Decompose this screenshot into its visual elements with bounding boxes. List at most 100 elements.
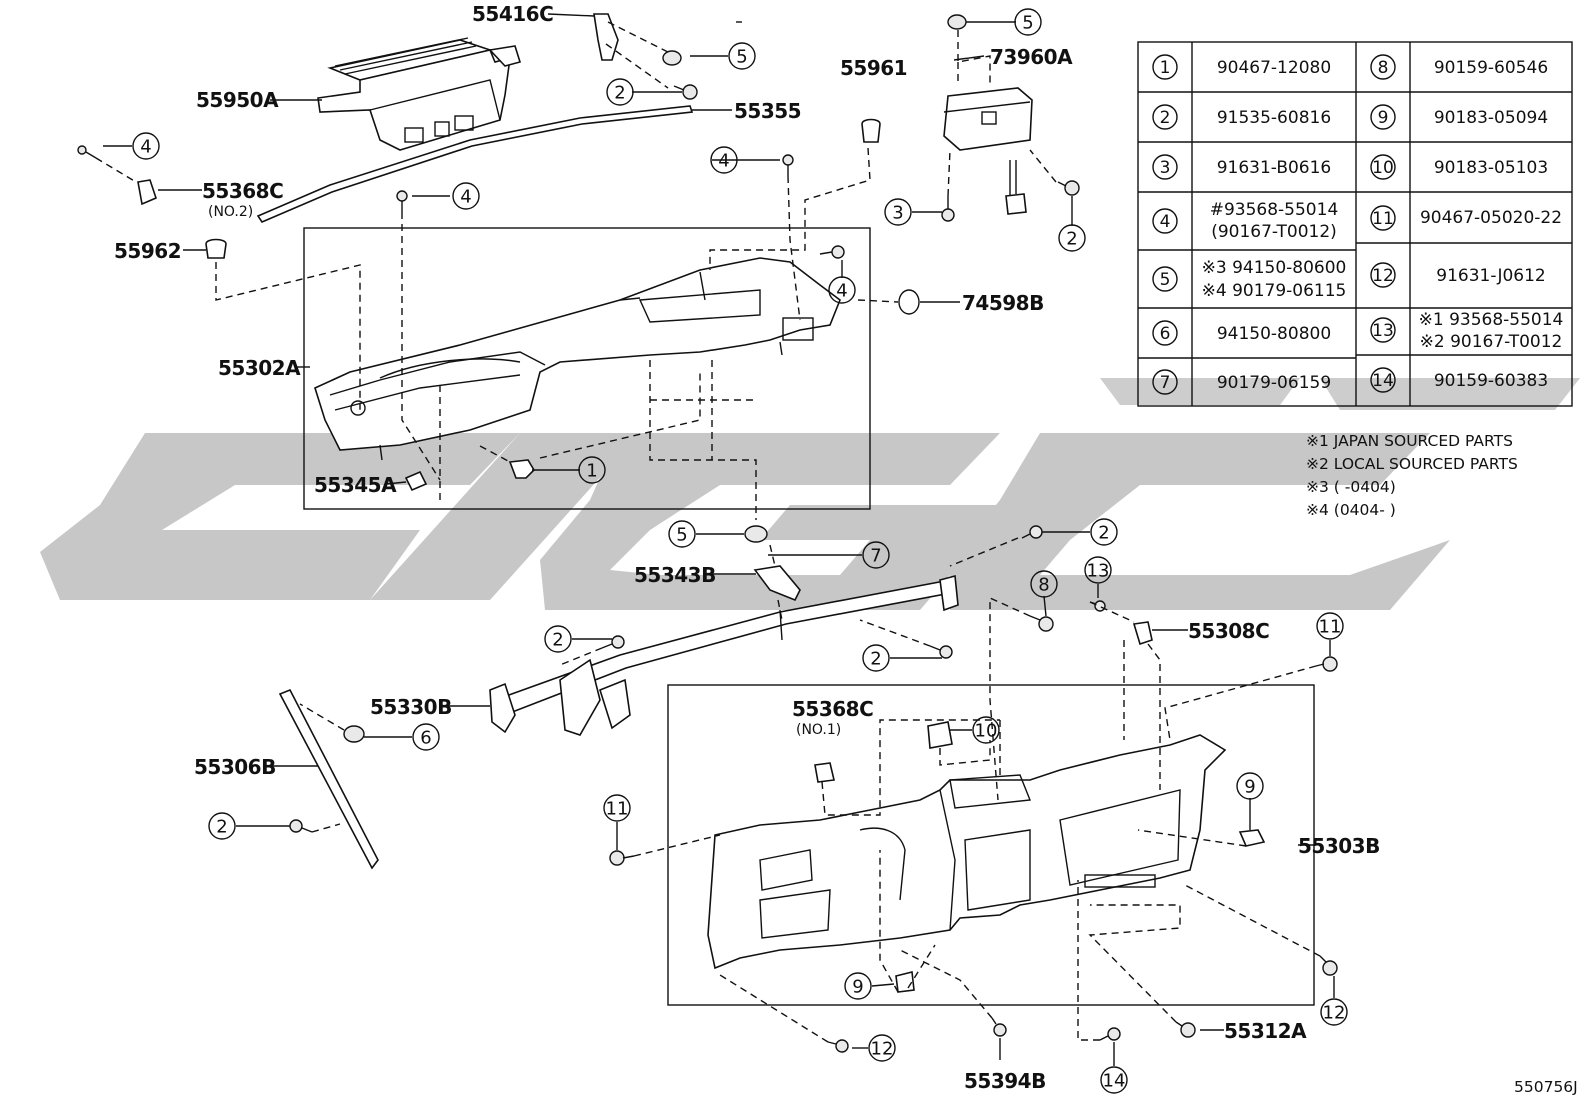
clip-part9-right (1238, 829, 1266, 847)
svg-text:7: 7 (1160, 373, 1171, 393)
svg-text:5: 5 (1160, 270, 1171, 290)
brace-55306B (278, 688, 379, 870)
table-code: 91631-J0612 (1436, 266, 1545, 286)
svg-text:5: 5 (676, 525, 687, 546)
svg-text:3: 3 (1160, 158, 1171, 178)
clip-55345A (404, 470, 428, 492)
leader-lines (103, 13, 1335, 1066)
table-index-left: 1 2 3 4 5 6 7 (1152, 54, 1178, 395)
lower-panel-55303B (707, 734, 1227, 970)
ring-74598B (898, 289, 920, 315)
clip-55368C-no2 (137, 179, 157, 206)
svg-text:※3 ( -0404): ※3 ( -0404) (1306, 478, 1396, 496)
label-no2: (NO.2) (208, 204, 253, 220)
svg-text:12: 12 (1323, 1003, 1346, 1024)
assembly-lines (95, 21, 1321, 1043)
center-vent-55950A (317, 37, 522, 151)
bracket-55343B (753, 565, 801, 602)
table-code: 90179-06159 (1217, 373, 1331, 393)
svg-text:2: 2 (1098, 523, 1109, 544)
label-55950A: 55950A (196, 88, 279, 112)
table-code: 90467-12080 (1217, 58, 1331, 78)
clip-55368C-no1 (814, 762, 835, 783)
svg-text:10: 10 (1372, 158, 1394, 178)
clip-55962 (205, 238, 227, 259)
label-55343B: 55343B (634, 563, 716, 587)
svg-text:14: 14 (1372, 371, 1394, 391)
clip-part1 (508, 459, 536, 479)
parts-table: 1 2 3 4 5 6 7 8 9 10 11 12 13 14 90467-1… (1137, 41, 1573, 407)
clip-55308C (1132, 621, 1153, 646)
clip-55961 (861, 118, 881, 143)
svg-text:4: 4 (140, 137, 151, 158)
label-55308C: 55308C (1188, 619, 1269, 643)
svg-text:4: 4 (836, 281, 847, 302)
svg-text:14: 14 (1103, 1071, 1126, 1092)
svg-text:2: 2 (614, 83, 625, 104)
table-code: (90167-T0012) (1211, 222, 1337, 242)
svg-text:4: 4 (460, 187, 471, 208)
svg-text:11: 11 (1319, 617, 1342, 638)
table-code: 94150-80800 (1217, 324, 1331, 344)
svg-text:4: 4 (1160, 212, 1171, 232)
svg-text:9: 9 (1244, 777, 1255, 798)
label-55416C: 55416C (472, 2, 553, 26)
label-55961: 55961 (840, 56, 907, 80)
clip-part10 (927, 721, 953, 749)
table-code: 91535-60816 (1217, 108, 1331, 128)
diagram-id: 550756J (1514, 1078, 1578, 1096)
svg-text:3: 3 (892, 203, 903, 224)
fasteners (77, 14, 1338, 1053)
label-74598B: 74598B (962, 291, 1044, 315)
notes: ※1 JAPAN SOURCED PARTS ※2 LOCAL SOURCED … (1306, 432, 1518, 519)
svg-text:※2 LOCAL SOURCED PARTS: ※2 LOCAL SOURCED PARTS (1306, 455, 1518, 473)
svg-text:2: 2 (552, 630, 563, 651)
svg-text:13: 13 (1087, 561, 1110, 582)
clip-part9-left (895, 971, 915, 993)
svg-text:6: 6 (1160, 324, 1171, 344)
instrument-panel-55302A (314, 257, 841, 461)
label-55368C-no1: 55368C (792, 697, 873, 721)
table-code: ※3 94150-80600 (1202, 258, 1347, 278)
svg-text:1: 1 (586, 461, 597, 482)
table-code: ※1 93568-55014 (1419, 310, 1564, 330)
clock-unit-73960A (943, 87, 1033, 215)
svg-text:12: 12 (871, 1039, 894, 1060)
table-code: 91631-B0616 (1217, 158, 1332, 178)
svg-text:※4 (0404- ): ※4 (0404- ) (1306, 501, 1396, 519)
svg-text:4: 4 (718, 151, 729, 172)
svg-text:8: 8 (1038, 575, 1049, 596)
table-index-right: 8 9 10 11 12 13 14 (1370, 54, 1396, 393)
svg-text:2: 2 (870, 649, 881, 670)
svg-text:9: 9 (1378, 108, 1389, 128)
label-55302A: 55302A (218, 356, 301, 380)
table-code: ※4 90179-06115 (1202, 281, 1347, 301)
svg-text:2: 2 (1066, 229, 1077, 250)
svg-text:1: 1 (1160, 58, 1171, 78)
label-55330B: 55330B (370, 695, 452, 719)
part-labels: 55416C 55950A 55355 55368C (NO.2) 55962 … (114, 2, 1380, 1093)
label-55345A: 55345A (314, 473, 397, 497)
label-55312A: 55312A (1224, 1019, 1307, 1043)
table-code: ※2 90167-T0012 (1420, 332, 1563, 352)
bracket-55416C (593, 13, 619, 61)
svg-text:9: 9 (852, 977, 863, 998)
label-55394B: 55394B (964, 1069, 1046, 1093)
svg-text:2: 2 (1160, 108, 1171, 128)
svg-text:10: 10 (975, 721, 998, 742)
table-code: 90159-60383 (1434, 371, 1548, 391)
svg-text:5: 5 (1022, 13, 1033, 34)
label-55355: 55355 (734, 99, 801, 123)
svg-text:7: 7 (870, 546, 881, 567)
label-55962: 55962 (114, 239, 181, 263)
table-code: 90159-60546 (1434, 58, 1548, 78)
label-55303B: 55303B (1298, 834, 1380, 858)
svg-text:8: 8 (1378, 58, 1389, 78)
svg-text:12: 12 (1372, 266, 1394, 286)
svg-text:11: 11 (1372, 209, 1394, 229)
label-no1: (NO.1) (796, 722, 841, 738)
svg-text:13: 13 (1372, 321, 1394, 341)
svg-text:2: 2 (216, 817, 227, 838)
label-73960A: 73960A (990, 45, 1073, 69)
